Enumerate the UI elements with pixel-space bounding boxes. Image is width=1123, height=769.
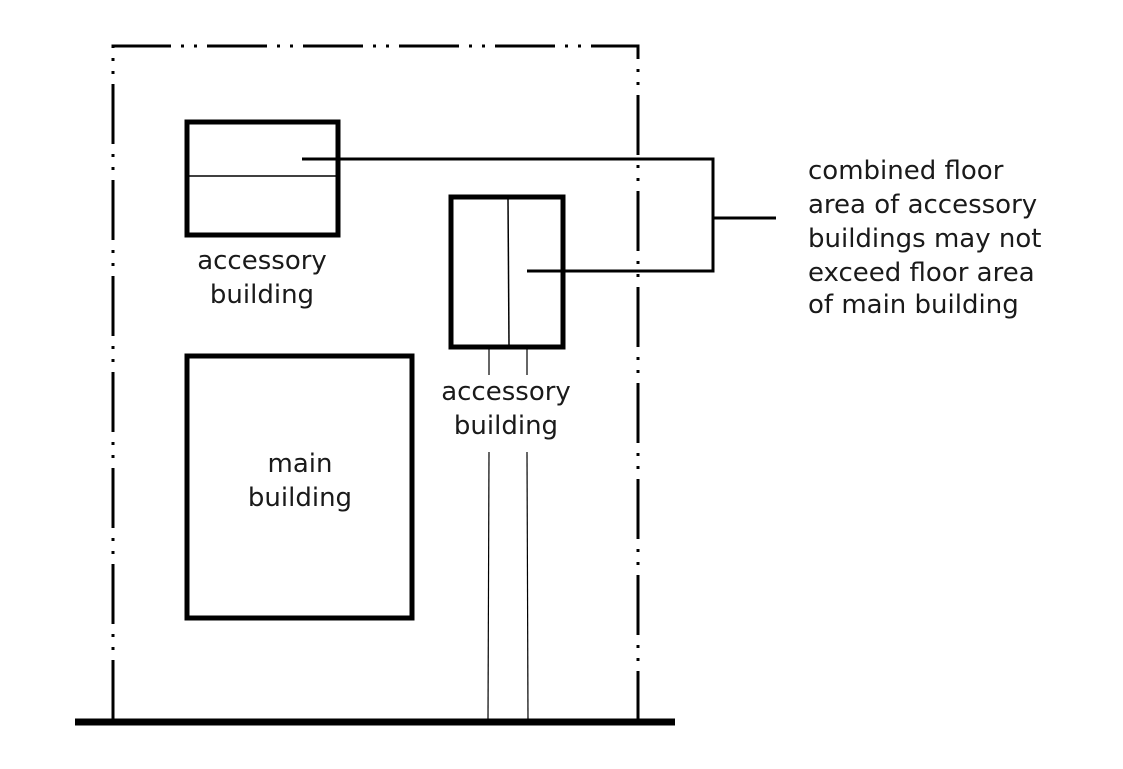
floor-area-note: combined floor area of accessory buildin…	[808, 156, 1041, 320]
accessory-building-1-label: accessory building	[197, 246, 327, 310]
label-line: accessory	[197, 246, 327, 276]
note-line: exceed floor area	[808, 258, 1035, 288]
lot-boundary	[111, 44, 640, 720]
leader-bracket	[302, 157, 776, 273]
property-line	[111, 44, 640, 720]
accessory-building-2-label: accessory building	[441, 377, 571, 441]
driveway	[487, 349, 529, 721]
note-line: combined floor	[808, 156, 1004, 186]
note-line: buildings may not	[808, 224, 1041, 254]
label-line: accessory	[441, 377, 571, 407]
accessory-building-1	[184, 119, 341, 238]
main-building-label: main building	[248, 449, 352, 513]
main-building	[184, 353, 415, 621]
note-line: of main building	[808, 290, 1019, 320]
label-line: main	[268, 449, 333, 479]
label-line: building	[454, 411, 558, 441]
label-line: building	[210, 280, 314, 310]
note-line: area of accessory	[808, 190, 1037, 220]
label-line: building	[248, 483, 352, 513]
